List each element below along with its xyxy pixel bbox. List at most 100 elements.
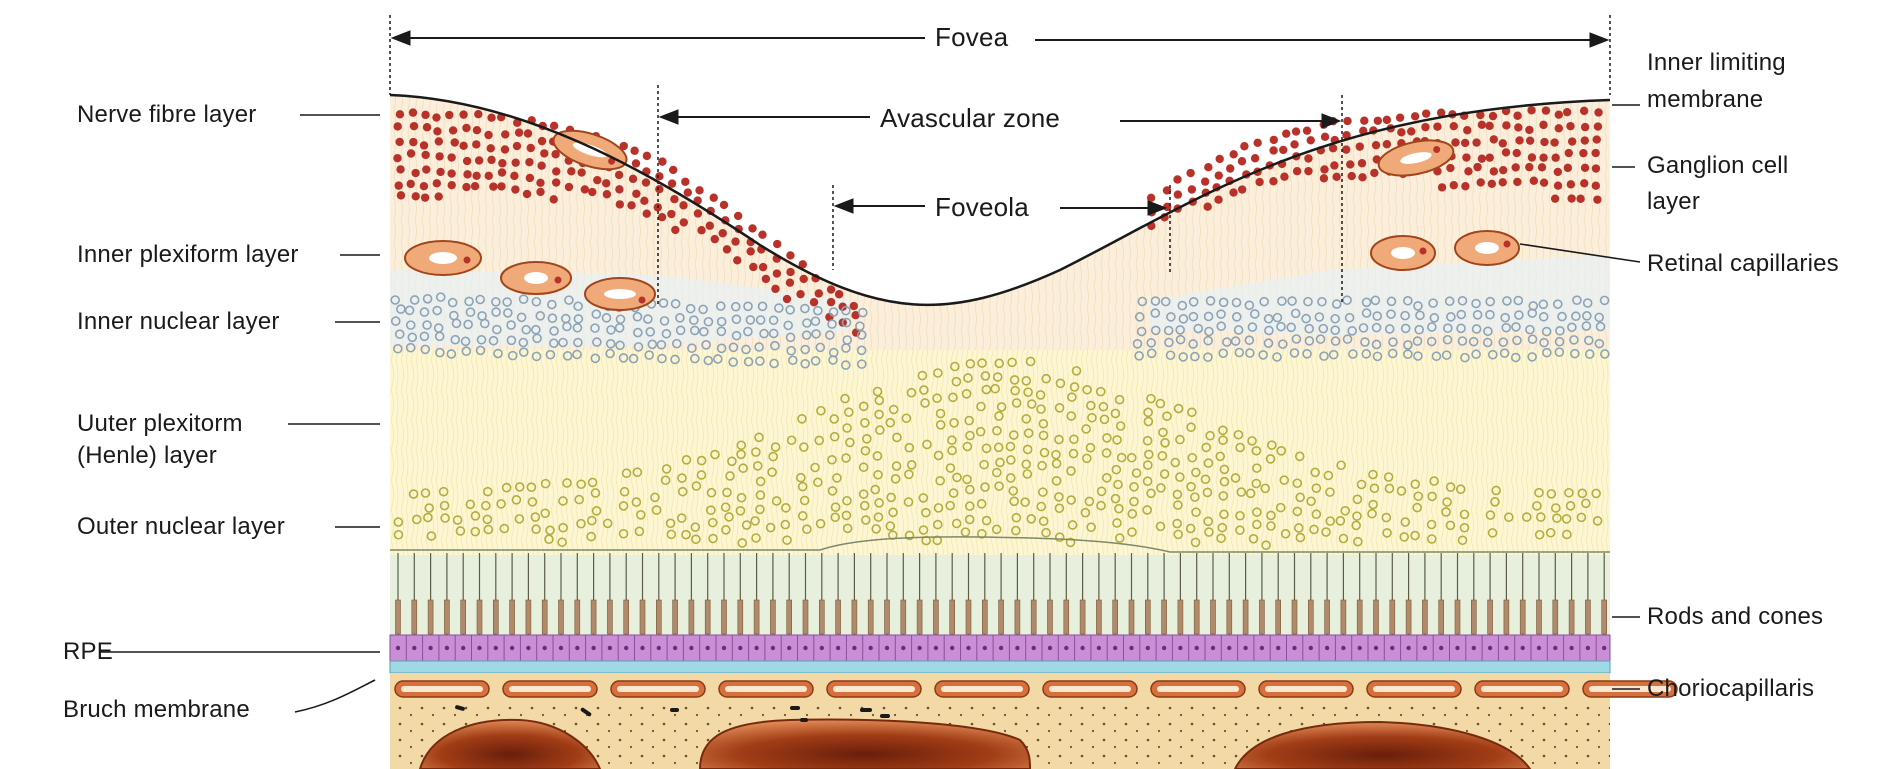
photoreceptor-outer-segment [1031, 600, 1036, 634]
photoreceptor-outer-segment [1439, 600, 1444, 634]
photoreceptor-outer-segment [1096, 600, 1101, 634]
photoreceptor-outer-segment [1227, 600, 1232, 634]
ganglion-cell [771, 285, 779, 293]
ganglion-cell [668, 179, 676, 187]
photoreceptor-outer-segment [1113, 600, 1118, 634]
ganglion-cell [1464, 167, 1472, 175]
ganglion-cell [643, 209, 651, 217]
ganglion-cell [396, 165, 404, 173]
ganglion-cell [511, 185, 519, 193]
ganglion-cell [746, 247, 754, 255]
ganglion-cell [1446, 164, 1454, 172]
ganglion-cell [671, 226, 679, 234]
ganglion-cell [786, 251, 794, 259]
photoreceptor-outer-segment [1569, 600, 1574, 634]
ganglion-cell [1330, 161, 1338, 169]
rpe-cell-nucleus [657, 646, 661, 650]
ganglion-cell [667, 210, 675, 218]
rpe-cell-nucleus [1325, 646, 1329, 650]
photoreceptor-outer-segment [803, 600, 808, 634]
photoreceptor-outer-segment [868, 600, 873, 634]
ganglion-cell [1542, 106, 1550, 114]
photoreceptor-outer-segment [477, 600, 482, 634]
rpe-cell-nucleus [445, 646, 449, 650]
ganglion-cell [1358, 173, 1366, 181]
rpe-cell-nucleus [575, 646, 579, 650]
photoreceptor-outer-segment [950, 600, 955, 634]
ganglion-cell [1554, 168, 1562, 176]
ganglion-cell [1581, 164, 1589, 172]
inner-limiting-label-line1: Inner limiting [1647, 49, 1786, 77]
choriocapillaris-lumen [1049, 686, 1131, 692]
ganglion-cell [1451, 138, 1459, 146]
photoreceptor-outer-segment [559, 600, 564, 634]
ganglion-cell [1513, 178, 1521, 186]
rpe-cell-nucleus [901, 646, 905, 650]
ganglion-cell [435, 152, 443, 160]
ganglion-cell [420, 182, 428, 190]
ganglion-cell [1450, 122, 1458, 130]
rpe-cell-nucleus [1032, 646, 1036, 650]
ganglion-cell [459, 142, 467, 150]
ganglion-cell [409, 108, 417, 116]
ganglion-cell [565, 183, 573, 191]
ganglion-cell [1540, 178, 1548, 186]
photoreceptor-outer-segment [461, 600, 466, 634]
ganglion-cell [1499, 178, 1507, 186]
photoreceptor-outer-segment [656, 600, 661, 634]
ganglion-cell [1539, 121, 1547, 129]
ganglion-cell [1581, 136, 1589, 144]
rpe-cell-nucleus [966, 646, 970, 650]
ganglion-cell [527, 144, 535, 152]
ganglion-cell [695, 186, 703, 194]
ganglion-cell [1555, 124, 1563, 132]
rpe-cell-nucleus [722, 646, 726, 650]
ganglion-cell [1579, 149, 1587, 157]
inner-limiting-label-line2: membrane [1647, 86, 1763, 114]
ganglion-cell [627, 201, 635, 209]
ganglion-cell [1568, 137, 1576, 145]
ganglion-cell [421, 111, 429, 119]
photoreceptor-outer-segment [836, 600, 841, 634]
ganglion-cell [1499, 166, 1507, 174]
ganglion-cell [1472, 138, 1480, 146]
rpe-cell-nucleus [1195, 646, 1199, 650]
ganglion-cell [567, 167, 575, 175]
ganglion-cell [484, 131, 492, 139]
ganglion-cell [1594, 108, 1602, 116]
ganglion-cell [412, 192, 420, 200]
ganglion-cell [773, 269, 781, 277]
photoreceptor-outer-segment [1406, 600, 1411, 634]
ganglion-cell [783, 295, 791, 303]
ganglion-cell [1174, 190, 1182, 198]
ganglion-cell [411, 169, 419, 177]
outer-nuclear-layer-label: Outer nuclear layer [77, 513, 285, 541]
photoreceptor-outer-segment [1585, 600, 1590, 634]
ganglion-cell [615, 185, 623, 193]
photoreceptor-outer-segment [982, 600, 987, 634]
photoreceptor-outer-segment [1243, 600, 1248, 634]
ganglion-cell [1591, 149, 1599, 157]
ganglion-cell [711, 235, 719, 243]
choriocapillaris-lumen [941, 686, 1023, 692]
ganglion-cell [1478, 154, 1486, 162]
ganglion-cell [670, 195, 678, 203]
ganglion-cell [1204, 163, 1212, 171]
ganglion-cell [474, 110, 482, 118]
ganglion-cell [1565, 149, 1573, 157]
ganglion-cell [1490, 135, 1498, 143]
ganglion-cell [1499, 139, 1507, 147]
ganglion-cell [552, 167, 560, 175]
ganglion-cell [510, 172, 518, 180]
ganglion-cell [550, 195, 558, 203]
ganglion-cell [1290, 140, 1298, 148]
ganglion-cell [827, 285, 835, 293]
ganglion-cell [393, 122, 401, 130]
photoreceptor-outer-segment [1276, 600, 1281, 634]
ganglion-cell [669, 166, 677, 174]
ganglion-cell [487, 144, 495, 152]
ganglion-cell [1489, 112, 1497, 120]
ganglion-cell [1240, 142, 1248, 150]
ganglion-cell [1374, 117, 1382, 125]
rpe-cell-nucleus [1521, 646, 1525, 650]
